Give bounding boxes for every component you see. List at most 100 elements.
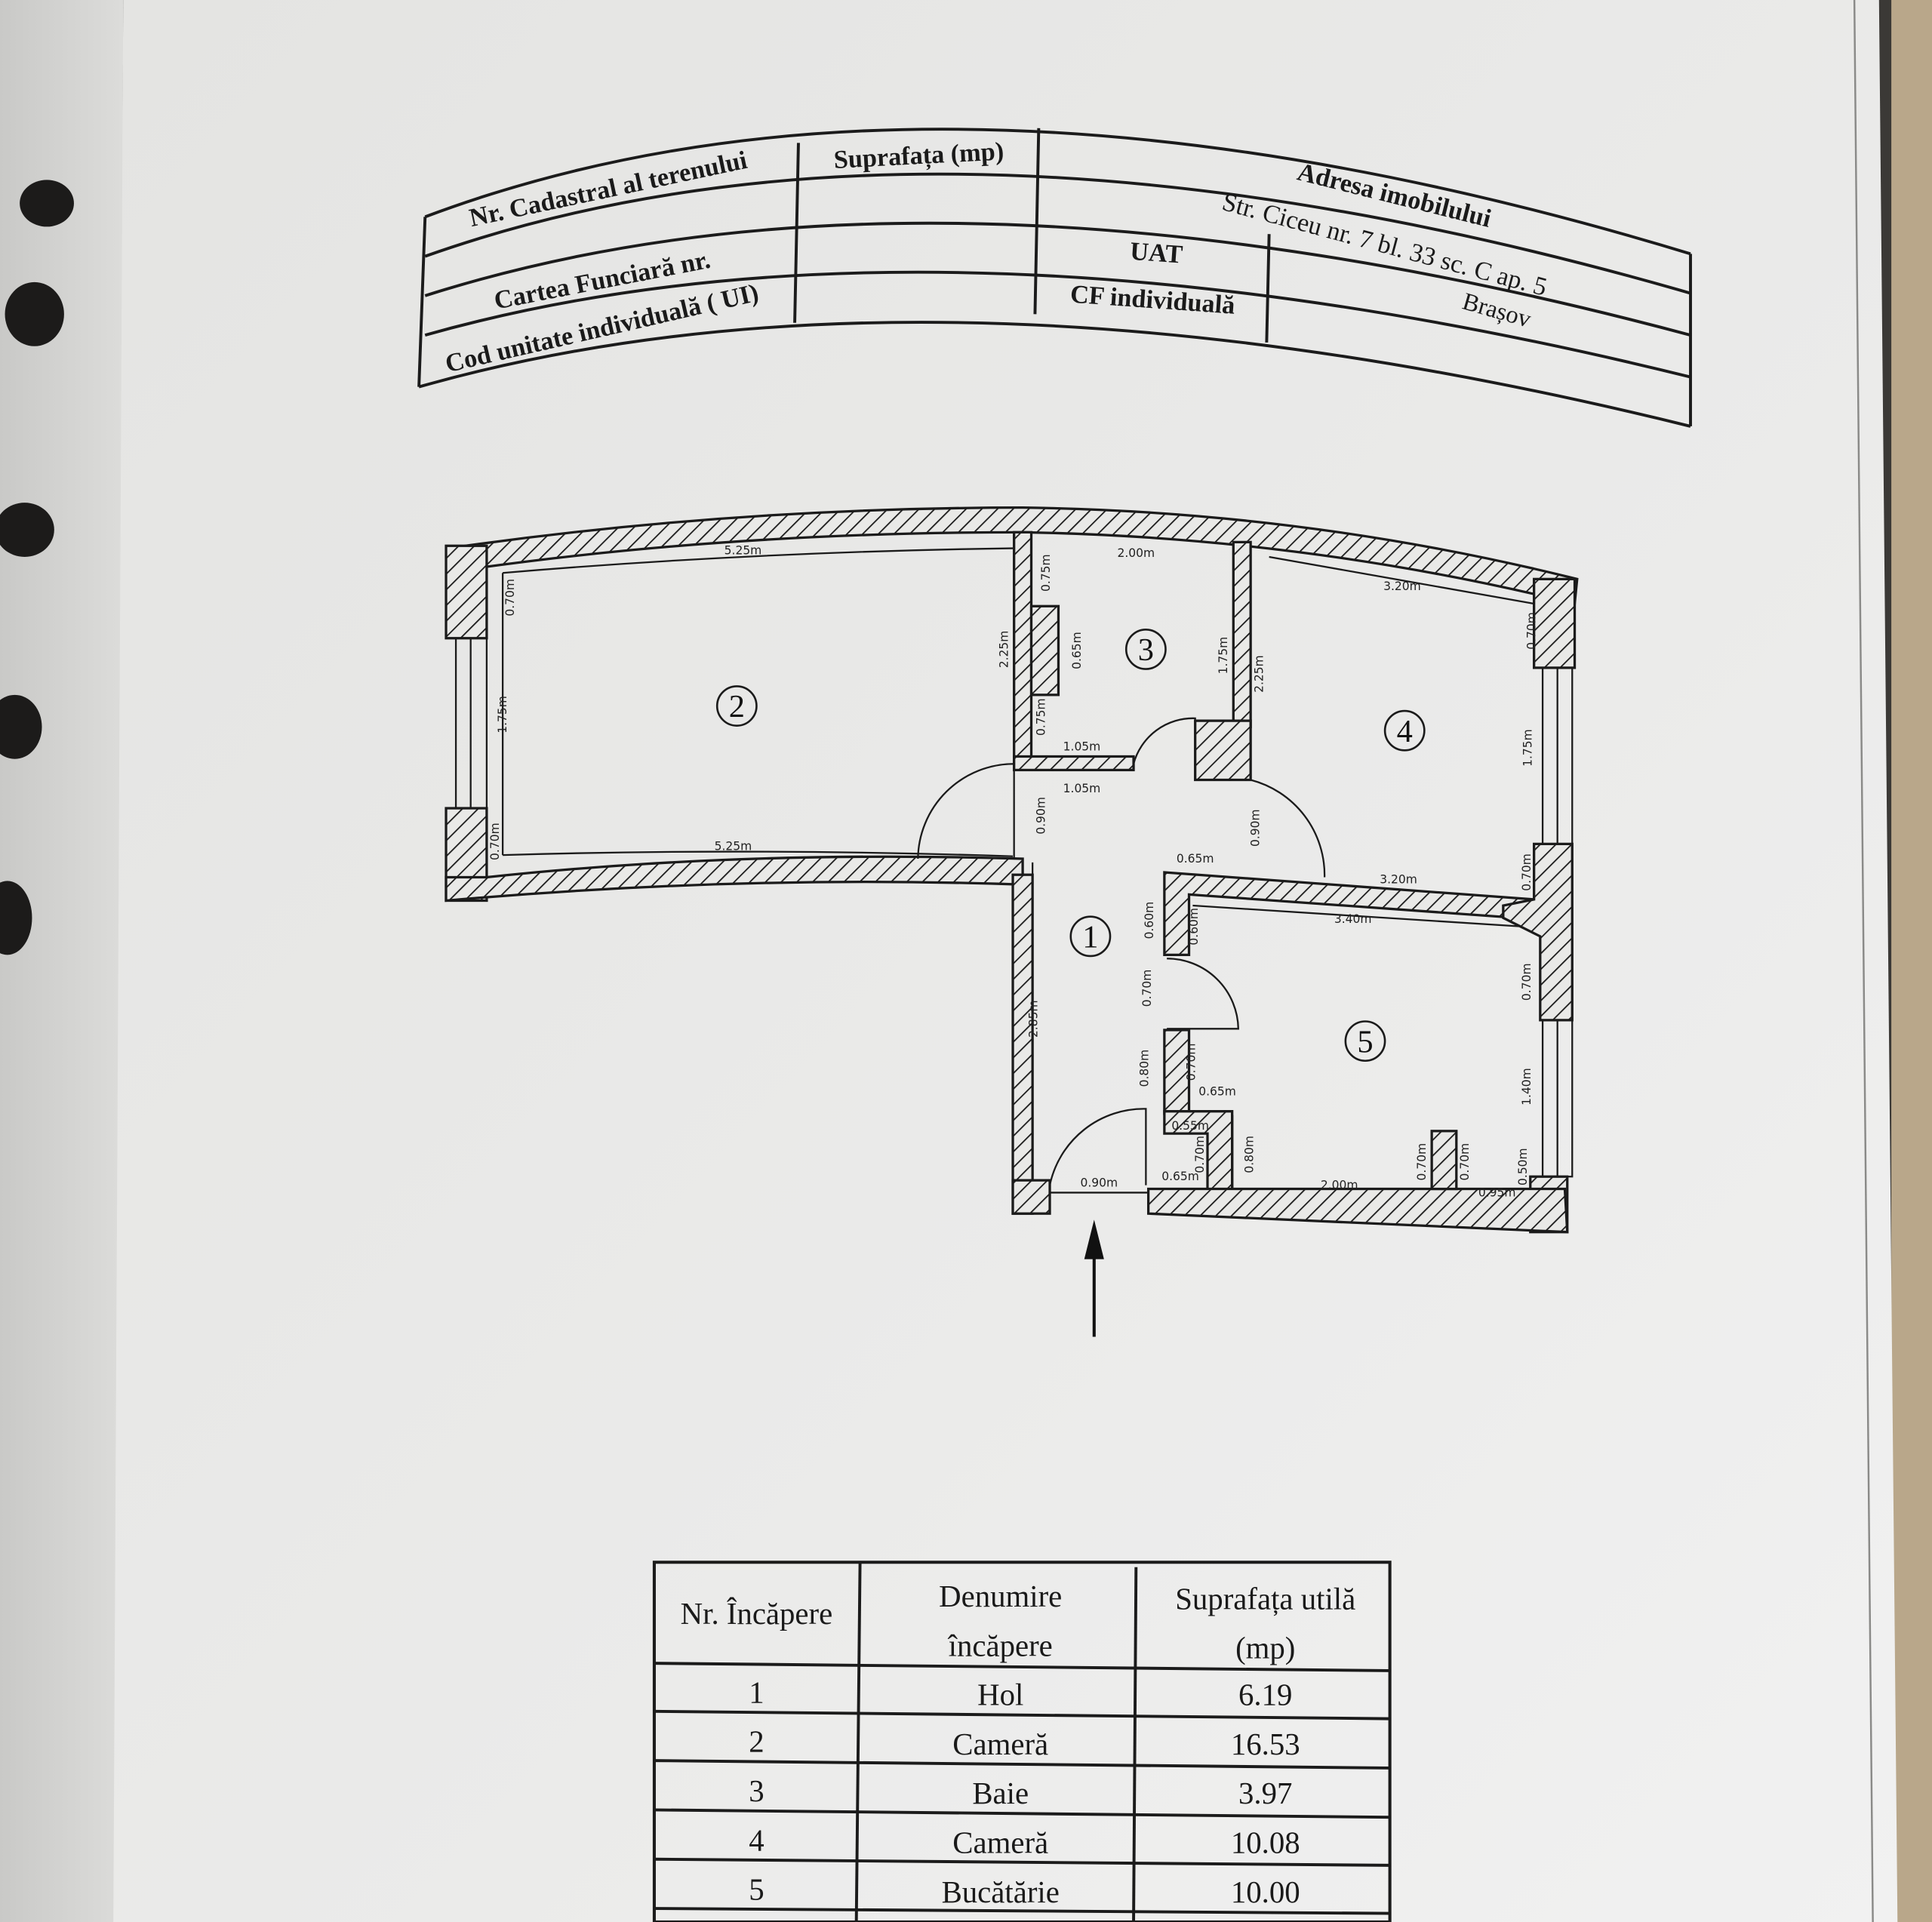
dimension-label: 1.05m <box>1063 782 1101 795</box>
room-number-circle <box>1344 1020 1386 1062</box>
wall-room-5-right-upper <box>1502 842 1574 1022</box>
table-rule <box>654 1759 1390 1770</box>
paper-sheet <box>113 0 1898 1922</box>
dimension-label: 0.70m <box>1193 1136 1207 1173</box>
dimension-label: 5.25m <box>715 840 752 853</box>
dimension-label: 0.60m <box>1187 908 1201 946</box>
table-row: 2 Cameră 16.53 <box>749 1725 1300 1761</box>
cell-nr: 2 <box>749 1725 764 1759</box>
door-swing-entrance <box>1048 1108 1147 1185</box>
header-denumire: Denumire <box>939 1579 1062 1613</box>
dimension-label: 0.70m <box>503 579 517 617</box>
room-number-label: 2 <box>729 689 745 724</box>
table-border <box>418 321 1691 428</box>
room-number-label: 5 <box>1357 1024 1373 1059</box>
dimension-label: 0.70m <box>1458 1143 1472 1181</box>
sheet-protector-edge <box>0 0 124 1922</box>
dimension-label: 0.90m <box>1081 1176 1118 1189</box>
dimension-label: 0.65m <box>1161 1170 1199 1183</box>
table-divider <box>1265 234 1271 343</box>
dimension-label: 3.20m <box>1380 873 1417 887</box>
cell-name: Cameră <box>952 1826 1048 1860</box>
room-number-3: 3 <box>1124 628 1167 670</box>
room-number-circle <box>1124 628 1167 670</box>
floor-plan: 1 2 3 4 5 5.25m 0.70m 1.75m 0.70m 5.25m 2.25m 0.75… <box>445 506 1579 1337</box>
dimension-label: 0.90m <box>1034 797 1048 835</box>
wall-room-3-4 <box>1232 540 1252 728</box>
punch-hole <box>0 503 54 557</box>
room-number-4: 4 <box>1383 709 1426 752</box>
cell-name: Bucătărie <box>942 1875 1060 1909</box>
table-rule <box>424 221 1691 337</box>
table-divider <box>793 143 800 323</box>
header-nr-incapere: Nr. Încăpere <box>681 1597 833 1631</box>
wall-room-4-right-upper <box>1533 577 1577 669</box>
table-rule <box>654 1709 1390 1721</box>
door-swing-room-2 <box>917 763 1015 860</box>
table-rule <box>424 172 1691 295</box>
room-number-1: 1 <box>1069 915 1112 958</box>
punch-hole <box>20 180 74 227</box>
dimension-label: 1.40m <box>1520 1068 1534 1106</box>
table-border <box>652 1561 1392 1922</box>
cell-name: Baie <box>972 1776 1029 1810</box>
dimension-label: 5.25m <box>724 544 762 558</box>
cell-name: Cameră <box>952 1727 1048 1761</box>
table-rule <box>654 1857 1390 1867</box>
dimension-line <box>1192 904 1522 927</box>
table-rule <box>654 1662 1390 1672</box>
table-surface <box>1891 0 1932 1922</box>
punch-hole <box>5 281 64 346</box>
table-divider <box>1033 128 1041 315</box>
dimension-label: 1.75m <box>1521 729 1534 767</box>
room-number-circle <box>1069 915 1112 958</box>
wall-room-5-left <box>1163 1029 1191 1115</box>
table-border <box>417 217 427 387</box>
wall-room-3-corner <box>1194 719 1252 782</box>
dimension-line <box>503 850 1014 857</box>
entrance-arrow-icon <box>1084 1219 1104 1337</box>
room-number-label: 1 <box>1082 920 1098 955</box>
cell-area: 10.00 <box>1231 1875 1300 1909</box>
punch-hole <box>0 881 32 955</box>
dimension-label: 3.40m <box>1334 912 1372 926</box>
room-number-circle <box>1383 709 1426 752</box>
header-suprafata: Suprafața utilă <box>1175 1582 1355 1616</box>
dimension-label: 0.80m <box>1242 1136 1256 1173</box>
dimension-label: 0.70m <box>1520 853 1534 891</box>
dimension-label: 0.65m <box>1070 632 1084 669</box>
dimension-label: 0.75m <box>1034 698 1048 736</box>
cell-area: 16.53 <box>1231 1727 1300 1761</box>
wall-hall-left <box>1011 873 1034 1215</box>
dimension-label: 0.70m <box>1520 963 1534 1001</box>
wall-hall-corner <box>1011 1179 1051 1215</box>
wall-room-2-3 <box>1013 530 1033 765</box>
dimension-label: 2.00m <box>1321 1179 1358 1192</box>
dimension-label: 0.70m <box>1140 970 1154 1007</box>
room-number-circle <box>715 685 758 727</box>
dimension-label: 1.05m <box>1063 740 1101 753</box>
dimension-label: 0.70m <box>1185 1044 1198 1081</box>
dimension-label: 0.95m <box>1478 1185 1516 1199</box>
dimension-label: 1.75m <box>496 696 509 733</box>
dimension-label: 0.60m <box>1143 902 1156 939</box>
dimension-label: 1.75m <box>1217 637 1230 675</box>
dimension-label: 2.25m <box>1252 655 1266 693</box>
dimension-label: 2.25m <box>998 631 1011 669</box>
dimension-label: 2.85m <box>1027 1000 1041 1038</box>
dimension-label: 0.80m <box>1138 1050 1152 1087</box>
dimension-label: 0.55m <box>1171 1119 1209 1133</box>
wall-left-upper <box>445 544 488 640</box>
paper-edge <box>1853 0 1874 1922</box>
wall-bottom <box>1147 1115 1569 1234</box>
cell-area: 6.19 <box>1238 1678 1292 1712</box>
door-swing-room-3 <box>1132 717 1196 764</box>
dimension-label: 0.50m <box>1516 1148 1530 1185</box>
dimension-label: 0.75m <box>1039 554 1053 592</box>
dimension-label: 3.20m <box>1383 580 1421 593</box>
